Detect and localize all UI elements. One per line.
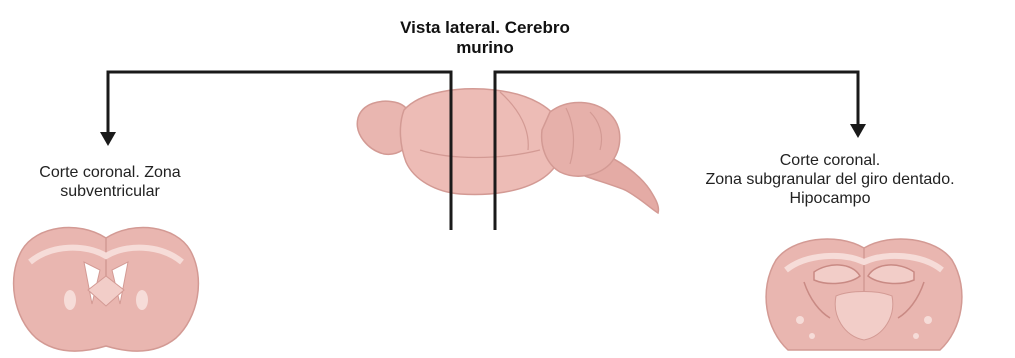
left-section-label: Corte coronal. Zona subventricular [10, 163, 210, 201]
right-section-label: Corte coronal. Zona subgranular del giro… [660, 151, 1000, 209]
right-label-line-1: Corte coronal. [660, 151, 1000, 170]
left-label-line-2: subventricular [10, 182, 210, 201]
right-label-line-3: Hipocampo [660, 189, 1000, 208]
diagram-title: Vista lateral. Cerebro murino [350, 18, 620, 59]
coronal-section-svz-icon [14, 228, 199, 352]
title-line-2: murino [350, 38, 620, 58]
title-line-1: Vista lateral. Cerebro [350, 18, 620, 38]
right-label-line-2: Zona subgranular del giro dentado. [660, 170, 1000, 189]
lateral-brain-icon [357, 89, 658, 213]
left-label-line-1: Corte coronal. Zona [10, 163, 210, 182]
coronal-section-hippocampus-icon [766, 239, 962, 350]
